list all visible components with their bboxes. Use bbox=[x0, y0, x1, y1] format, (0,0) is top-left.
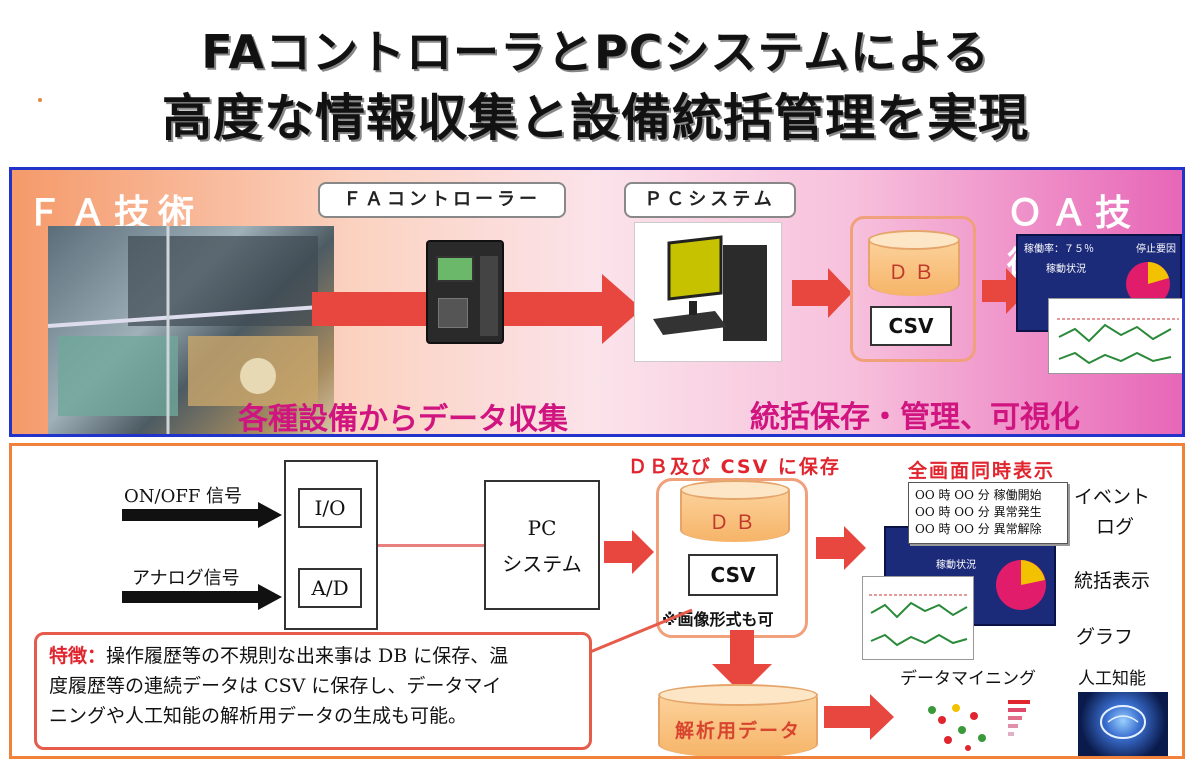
title-line-2: 高度な情報収集と設備統括管理を実現 bbox=[162, 89, 1029, 147]
analysis-label: 解析用データ bbox=[674, 720, 801, 742]
arrow-right-icon bbox=[816, 526, 866, 570]
chip-pc-system: ＰＣシステム bbox=[624, 182, 796, 218]
db-label: ＤＢ bbox=[709, 510, 761, 534]
chip-fa-controller: ＦＡコントローラー bbox=[318, 182, 566, 218]
line-graph-icon bbox=[869, 594, 969, 647]
screen-status: 稼動状況 bbox=[1046, 264, 1086, 275]
ad-box: A/D bbox=[298, 568, 362, 608]
label-event-2: ログ bbox=[1096, 516, 1135, 538]
note-head: 特徴： bbox=[49, 645, 107, 667]
ai-brain-graphic bbox=[1078, 692, 1168, 756]
analysis-cylinder: 解析用データ bbox=[658, 684, 818, 756]
graph-window bbox=[862, 576, 974, 660]
factory-photo bbox=[47, 226, 335, 434]
csv-box: CSV bbox=[870, 306, 952, 346]
pc-system-box: PC システム bbox=[484, 480, 600, 610]
title-line-1: FAコントローラとPCシステムによる bbox=[201, 25, 990, 79]
note-line-3: ニングや人工知能の解析用データの生成も可能。 bbox=[49, 705, 468, 727]
top-panel: ＦＡ技術 ＯＡ技術 ＦＡコントローラー ＰＣシステム bbox=[9, 167, 1185, 437]
screen-rate: 稼働率：７５％ bbox=[1024, 244, 1094, 255]
label-mining: データマイニング bbox=[900, 669, 1036, 689]
arrow-right-icon bbox=[792, 268, 852, 318]
note-line-2: 度履歴等の連続データは CSV に保存し、データマイ bbox=[49, 675, 502, 697]
feature-note: 特徴：操作履歴等の不規則な出来事は DB に保存、温 度履歴等の連続データは C… bbox=[34, 632, 592, 750]
pc-label: PC bbox=[527, 516, 557, 540]
pie-chart-icon bbox=[996, 560, 1046, 610]
image-format-note: ※画像形式も可 bbox=[662, 610, 774, 629]
screen-status: 稼動状況 bbox=[936, 560, 976, 571]
label-summary: 統括表示 bbox=[1074, 570, 1151, 592]
label-event-1: イベント bbox=[1074, 486, 1151, 508]
arrow-right-icon bbox=[122, 502, 282, 528]
fa-controller-device bbox=[426, 240, 504, 344]
line-graph-icon bbox=[1057, 318, 1179, 365]
event-row: OO 時 OO 分 稼働開始 bbox=[915, 488, 1042, 502]
db-label: ＤＢ bbox=[888, 260, 940, 284]
pc-system-label: システム bbox=[502, 552, 582, 576]
pc-computer-icon bbox=[653, 235, 767, 341]
db-cylinder: ＤＢ bbox=[680, 480, 790, 542]
arrow-down-icon bbox=[712, 630, 772, 694]
event-log-box: OO 時 OO 分 稼働開始 OO 時 OO 分 異常発生 OO 時 OO 分 … bbox=[908, 482, 1068, 544]
db-csv-bracket bbox=[850, 216, 976, 362]
event-row: OO 時 OO 分 異常発生 bbox=[915, 505, 1042, 519]
dot-mark bbox=[38, 98, 42, 102]
screen-stop: 停止要因 bbox=[1136, 244, 1176, 255]
bottom-panel: ON/OFF 信号 アナログ信号 I/O A/D PC システム ＤＢ及び CS… bbox=[9, 443, 1185, 759]
label-graph: グラフ bbox=[1076, 626, 1134, 648]
arrow-right-icon bbox=[122, 584, 282, 610]
csv-box: CSV bbox=[688, 554, 778, 596]
pie-chart-icon bbox=[1126, 262, 1170, 306]
brain-icon bbox=[1100, 705, 1146, 739]
db-csv-title: ＤＢ及び CSV に保存 bbox=[628, 456, 841, 478]
caption-left: 各種設備からデータ収集 bbox=[238, 402, 568, 437]
graph-window bbox=[1048, 298, 1182, 374]
signal-analog-label: アナログ信号 bbox=[132, 568, 240, 589]
data-mining-graphic bbox=[928, 700, 1030, 751]
db-cylinder: ＤＢ bbox=[868, 230, 960, 296]
note-pointer bbox=[590, 608, 693, 654]
factory-machinery-icon bbox=[47, 226, 335, 434]
io-box: I/O bbox=[298, 488, 362, 528]
event-row: OO 時 OO 分 異常解除 bbox=[915, 522, 1042, 536]
connector-line bbox=[378, 544, 484, 547]
note-line-1: 操作履歴等の不規則な出来事は DB に保存、温 bbox=[106, 645, 509, 667]
pc-illustration bbox=[634, 222, 782, 362]
arrow-right-icon bbox=[604, 530, 654, 574]
signal-onoff-label: ON/OFF 信号 bbox=[124, 486, 243, 507]
caption-right: 統括保存・管理、可視化 bbox=[750, 400, 1080, 435]
label-ai: 人工知能 bbox=[1078, 669, 1146, 689]
arrow-right-icon bbox=[824, 694, 894, 740]
fullscreen-title: 全画面同時表示 bbox=[908, 460, 1056, 482]
